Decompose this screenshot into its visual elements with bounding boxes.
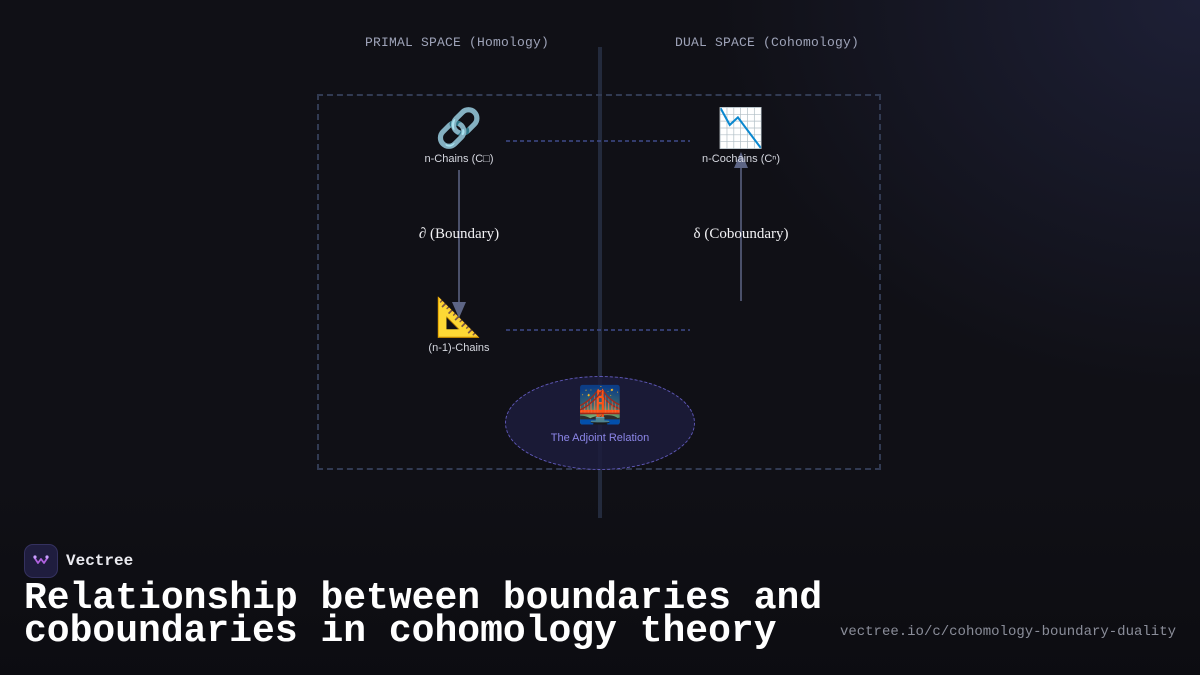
n-1-chains-label: (n-1)-Chains xyxy=(428,342,490,354)
page-title: Relationship between boundaries and cobo… xyxy=(24,577,823,653)
coboundary-operator-label: δ (Coboundary) xyxy=(693,226,789,242)
primal-space-label: PRIMAL SPACE (Homology) xyxy=(365,35,550,50)
coboundary-arrowhead xyxy=(734,152,748,168)
boundary-operator-label: ∂ (Boundary) xyxy=(418,226,500,242)
n-chains-label: n-Chains (C□) xyxy=(424,153,494,165)
link-icon: 🔗 xyxy=(435,106,483,150)
brand-name: Vectree xyxy=(66,552,134,570)
source-url[interactable]: vectree.io/c/cohomology-boundary-duality xyxy=(839,624,1176,640)
vectree-logo-icon xyxy=(24,544,58,578)
adjoint-relation-node: 🌉 The Adjoint Relation xyxy=(505,376,695,470)
node-n-cochains: 📉 n-Cochains (Cⁿ) xyxy=(661,106,821,165)
boundary-arrowhead xyxy=(452,302,466,318)
node-n-chains: 🔗 n-Chains (C□) xyxy=(379,106,539,165)
brand[interactable]: Vectree xyxy=(24,544,133,578)
dual-space-label: DUAL SPACE (Cohomology) xyxy=(675,35,860,50)
space-divider xyxy=(598,47,602,518)
node-n-1-chains: 📐 (n-1)-Chains xyxy=(379,295,539,354)
bridge-at-night-icon: 🌉 xyxy=(577,385,623,426)
adjoint-relation-label: The Adjoint Relation xyxy=(550,432,650,444)
n-cochains-label: n-Cochains (Cⁿ) xyxy=(702,153,780,165)
triangular-ruler-icon: 📐 xyxy=(435,295,483,339)
chart-decreasing-icon: 📉 xyxy=(717,106,765,150)
